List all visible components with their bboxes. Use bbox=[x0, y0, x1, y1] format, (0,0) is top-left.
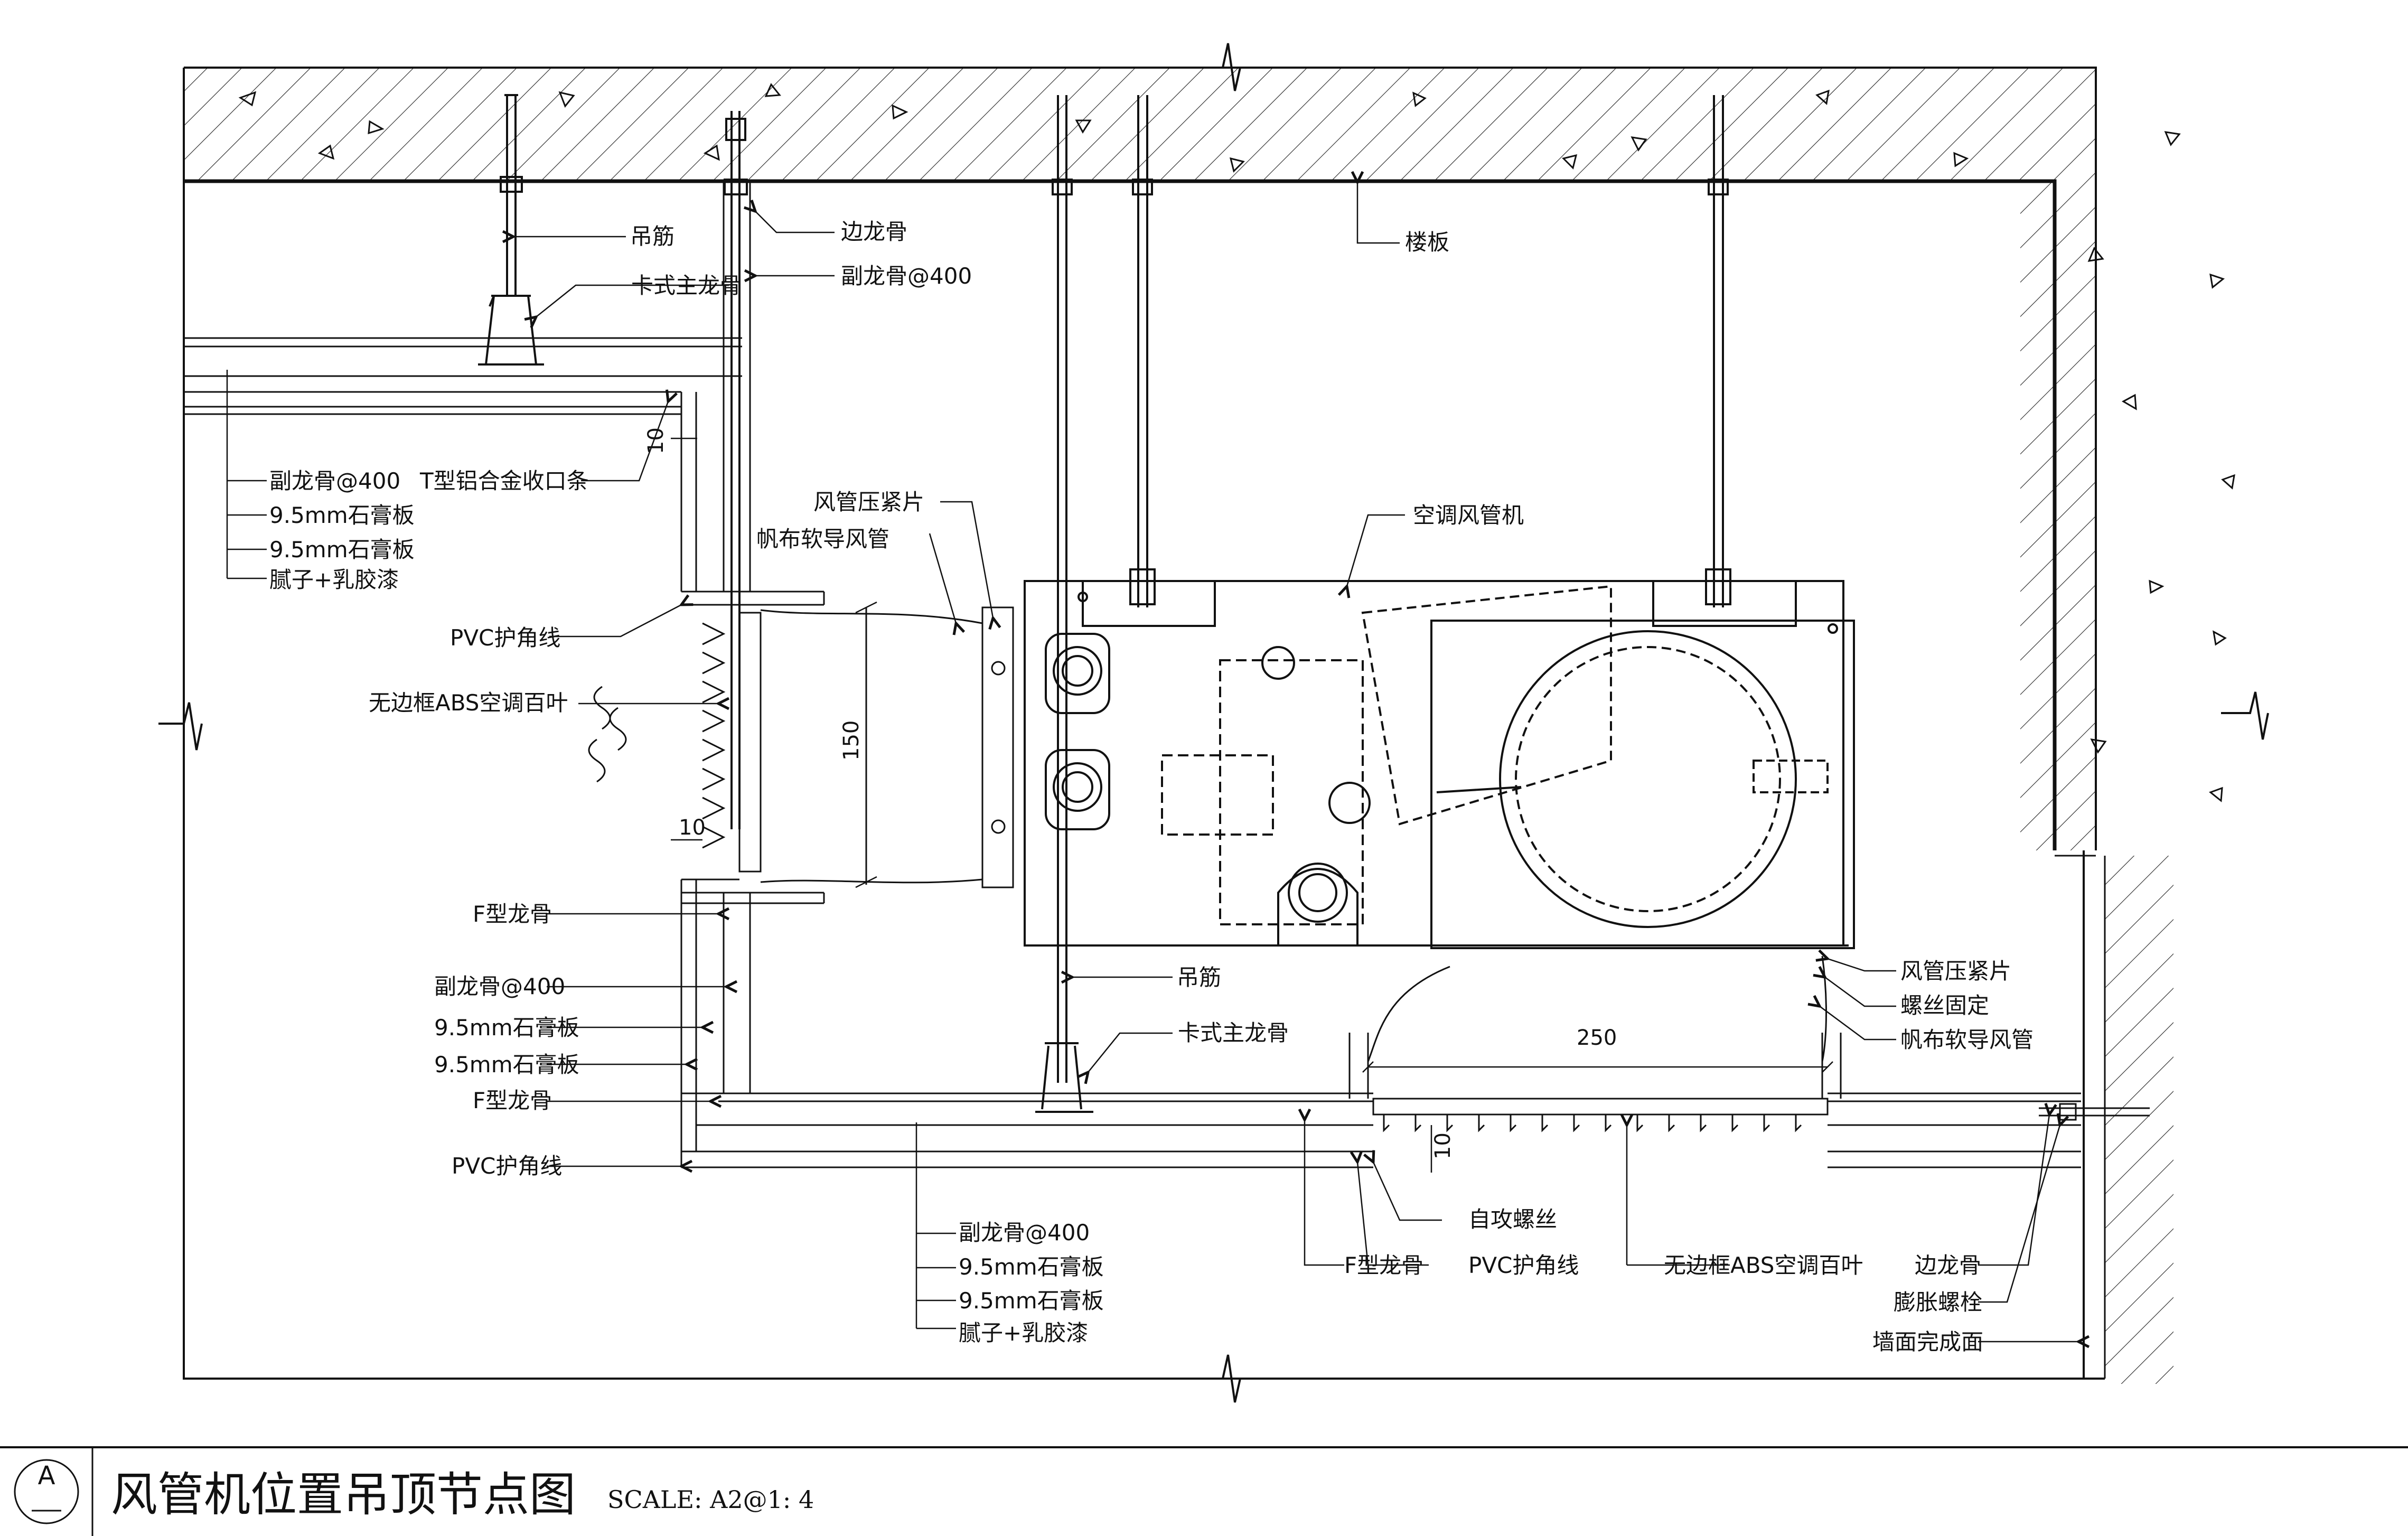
hanger-rod-2 bbox=[724, 111, 748, 829]
label-t-trim: T型铝合金收口条 bbox=[419, 468, 589, 494]
label-left-lower-3: 9.5mm石膏板 bbox=[434, 1052, 579, 1078]
label-clip-main-keel-top: 卡式主龙骨 bbox=[631, 273, 742, 298]
section-marker-circle bbox=[14, 1459, 79, 1524]
side-keel bbox=[713, 181, 761, 1093]
dim-gap-left: 10 bbox=[679, 816, 706, 840]
label-bottom-stack-4: 腻子+乳胶漆 bbox=[959, 1320, 1088, 1346]
canvas-duct bbox=[760, 606, 1014, 888]
hanger-rod-5 bbox=[1705, 95, 1731, 607]
label-duct-clamp-left: 风管压紧片 bbox=[813, 489, 924, 515]
dim-gap-bottom: 10 bbox=[1431, 1132, 1455, 1159]
left-louver bbox=[588, 612, 762, 873]
label-wall-finish: 墙面完成面 bbox=[1872, 1329, 1983, 1355]
label-tapping-screw: 自攻螺丝 bbox=[1468, 1206, 1557, 1232]
dim-duct-height: 150 bbox=[839, 720, 864, 761]
label-expansion-bolt: 膨胀螺栓 bbox=[1894, 1289, 1982, 1315]
dim-gap-top: 10 bbox=[644, 427, 668, 454]
hanger-rod-1 bbox=[478, 94, 544, 366]
label-clip-main-keel-mid: 卡式主龙骨 bbox=[1178, 1020, 1289, 1046]
left-ceiling-layers bbox=[184, 337, 2081, 1168]
label-bottom-stack-1: 副龙骨@400 bbox=[959, 1220, 1090, 1245]
drawing-scale: SCALE: A2@1: 4 bbox=[607, 1485, 814, 1514]
label-ac-unit: 空调风管机 bbox=[1413, 502, 1524, 528]
label-left-stack-3: 9.5mm石膏板 bbox=[269, 537, 415, 563]
label-screw-fix: 螺丝固定 bbox=[1900, 992, 1989, 1018]
bottom-louver bbox=[1348, 956, 2150, 1132]
label-hanger-rod-mid: 吊筋 bbox=[1177, 964, 1221, 990]
label-left-stack-2: 9.5mm石膏板 bbox=[269, 502, 415, 528]
label-louver-left: 无边框ABS空调百叶 bbox=[369, 690, 568, 716]
hanger-rod-3 bbox=[1035, 95, 1093, 1113]
label-sub-keel-top: 副龙骨@400 bbox=[841, 263, 972, 289]
concrete-structure bbox=[158, 43, 2269, 1403]
label-floor-slab: 楼板 bbox=[1405, 229, 1449, 255]
dimension-lines bbox=[671, 423, 1833, 1173]
label-left-lower-2: 9.5mm石膏板 bbox=[434, 1015, 579, 1041]
label-left-stack-1: 副龙骨@400 bbox=[269, 468, 400, 494]
label-pvc-corner-bottom: PVC护角线 bbox=[1468, 1252, 1579, 1278]
label-bottom-stack-3: 9.5mm石膏板 bbox=[959, 1288, 1104, 1314]
hanger-rod-4 bbox=[1129, 95, 1156, 607]
label-left-stack-4: 腻子+乳胶漆 bbox=[269, 567, 399, 593]
label-duct-clamp-right: 风管压紧片 bbox=[1900, 958, 2011, 984]
leader-lines bbox=[226, 182, 2078, 1342]
label-canvas-duct-right: 帆布软导风管 bbox=[1900, 1027, 2034, 1053]
label-hanger-rod-top: 吊筋 bbox=[630, 223, 674, 249]
hanger-rods bbox=[478, 94, 1731, 1113]
label-edge-keel-right: 边龙骨 bbox=[1915, 1252, 1981, 1278]
drawing-title: 风管机位置吊顶节点图 bbox=[111, 1467, 576, 1522]
annotation-labels: 吊筋 卡式主龙骨 边龙骨 副龙骨@400 楼板 副龙骨@400 9.5mm石膏板… bbox=[269, 219, 2034, 1355]
label-f-keel-bottom: F型龙骨 bbox=[1344, 1252, 1423, 1278]
label-pvc-corner-upper: PVC护角线 bbox=[450, 625, 560, 651]
ac-duct-unit bbox=[1024, 580, 1855, 949]
label-bottom-stack-2: 9.5mm石膏板 bbox=[959, 1254, 1104, 1280]
label-louver-bottom: 无边框ABS空调百叶 bbox=[1664, 1252, 1863, 1278]
label-pvc-corner-lower: PVC护角线 bbox=[452, 1153, 562, 1179]
label-edge-keel-top: 边龙骨 bbox=[841, 219, 907, 245]
title-block: A 风管机位置吊顶节点图 SCALE: A2@1: 4 bbox=[0, 1446, 2408, 1536]
label-left-lower-1: 副龙骨@400 bbox=[434, 973, 565, 999]
section-marker-letter: A bbox=[38, 1461, 55, 1491]
label-f-keel-upper: F型龙骨 bbox=[473, 901, 552, 927]
label-f-keel-lower: F型龙骨 bbox=[473, 1088, 552, 1113]
dim-louver-width: 250 bbox=[1577, 1026, 1617, 1050]
label-canvas-duct-left: 帆布软导风管 bbox=[756, 526, 889, 552]
